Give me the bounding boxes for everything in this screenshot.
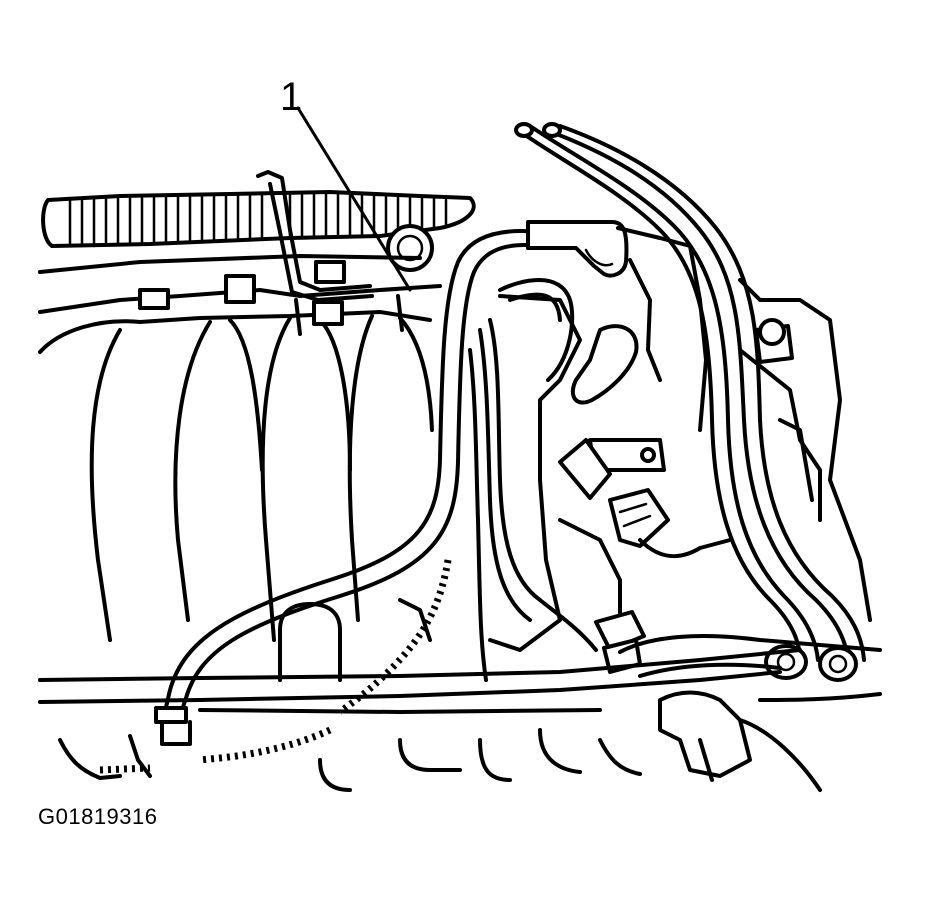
intake-manifold	[38, 254, 442, 642]
harness-bracket	[256, 170, 374, 302]
lower-fuel-rail	[38, 634, 882, 714]
figure-id: G01819316	[38, 804, 158, 829]
cylinder-head-right	[738, 278, 872, 622]
callout-leader	[296, 106, 412, 292]
hose-end-cap	[526, 220, 629, 278]
vacuum-hose	[154, 229, 542, 746]
braided-wire	[99, 559, 452, 774]
wire-bundle	[468, 318, 598, 682]
lower-engine-block	[58, 598, 882, 792]
fuel-lines	[514, 122, 866, 682]
throttle-body-assembly	[488, 226, 732, 652]
wiring-harness-conduit	[41, 190, 476, 248]
callout-number: 1	[280, 75, 302, 119]
